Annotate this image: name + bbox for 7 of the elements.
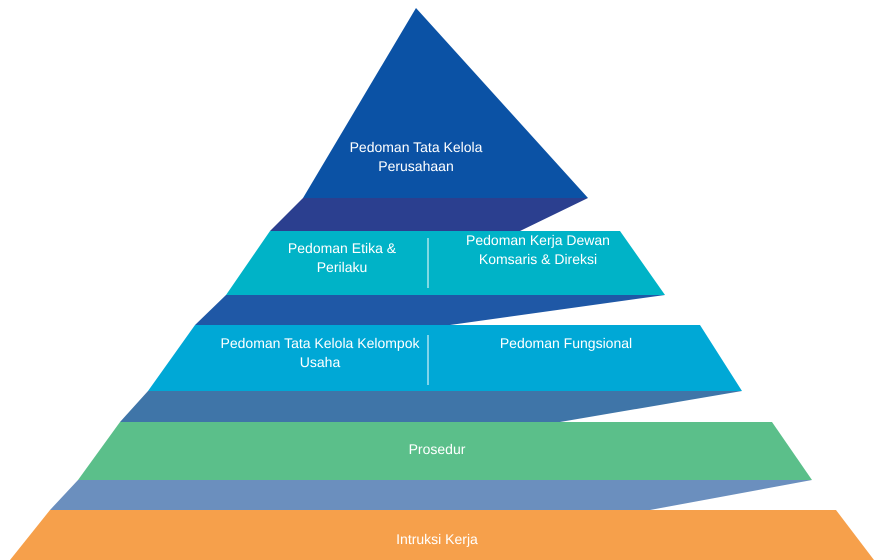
tier-label: Pedoman Etika & Perilaku <box>286 239 398 277</box>
tier-label: Pedoman Kerja Dewan Komsaris & Direksi <box>465 231 611 269</box>
tier-label: Pedoman Tata Kelola Perusahaan <box>348 138 484 176</box>
tier-label: Intruksi Kerja <box>395 530 479 549</box>
tier-label: Prosedur <box>408 440 466 459</box>
tier-label: Pedoman Tata Kelola Kelompok Usaha <box>220 334 420 372</box>
tier-label: Pedoman Fungsional <box>498 334 634 353</box>
